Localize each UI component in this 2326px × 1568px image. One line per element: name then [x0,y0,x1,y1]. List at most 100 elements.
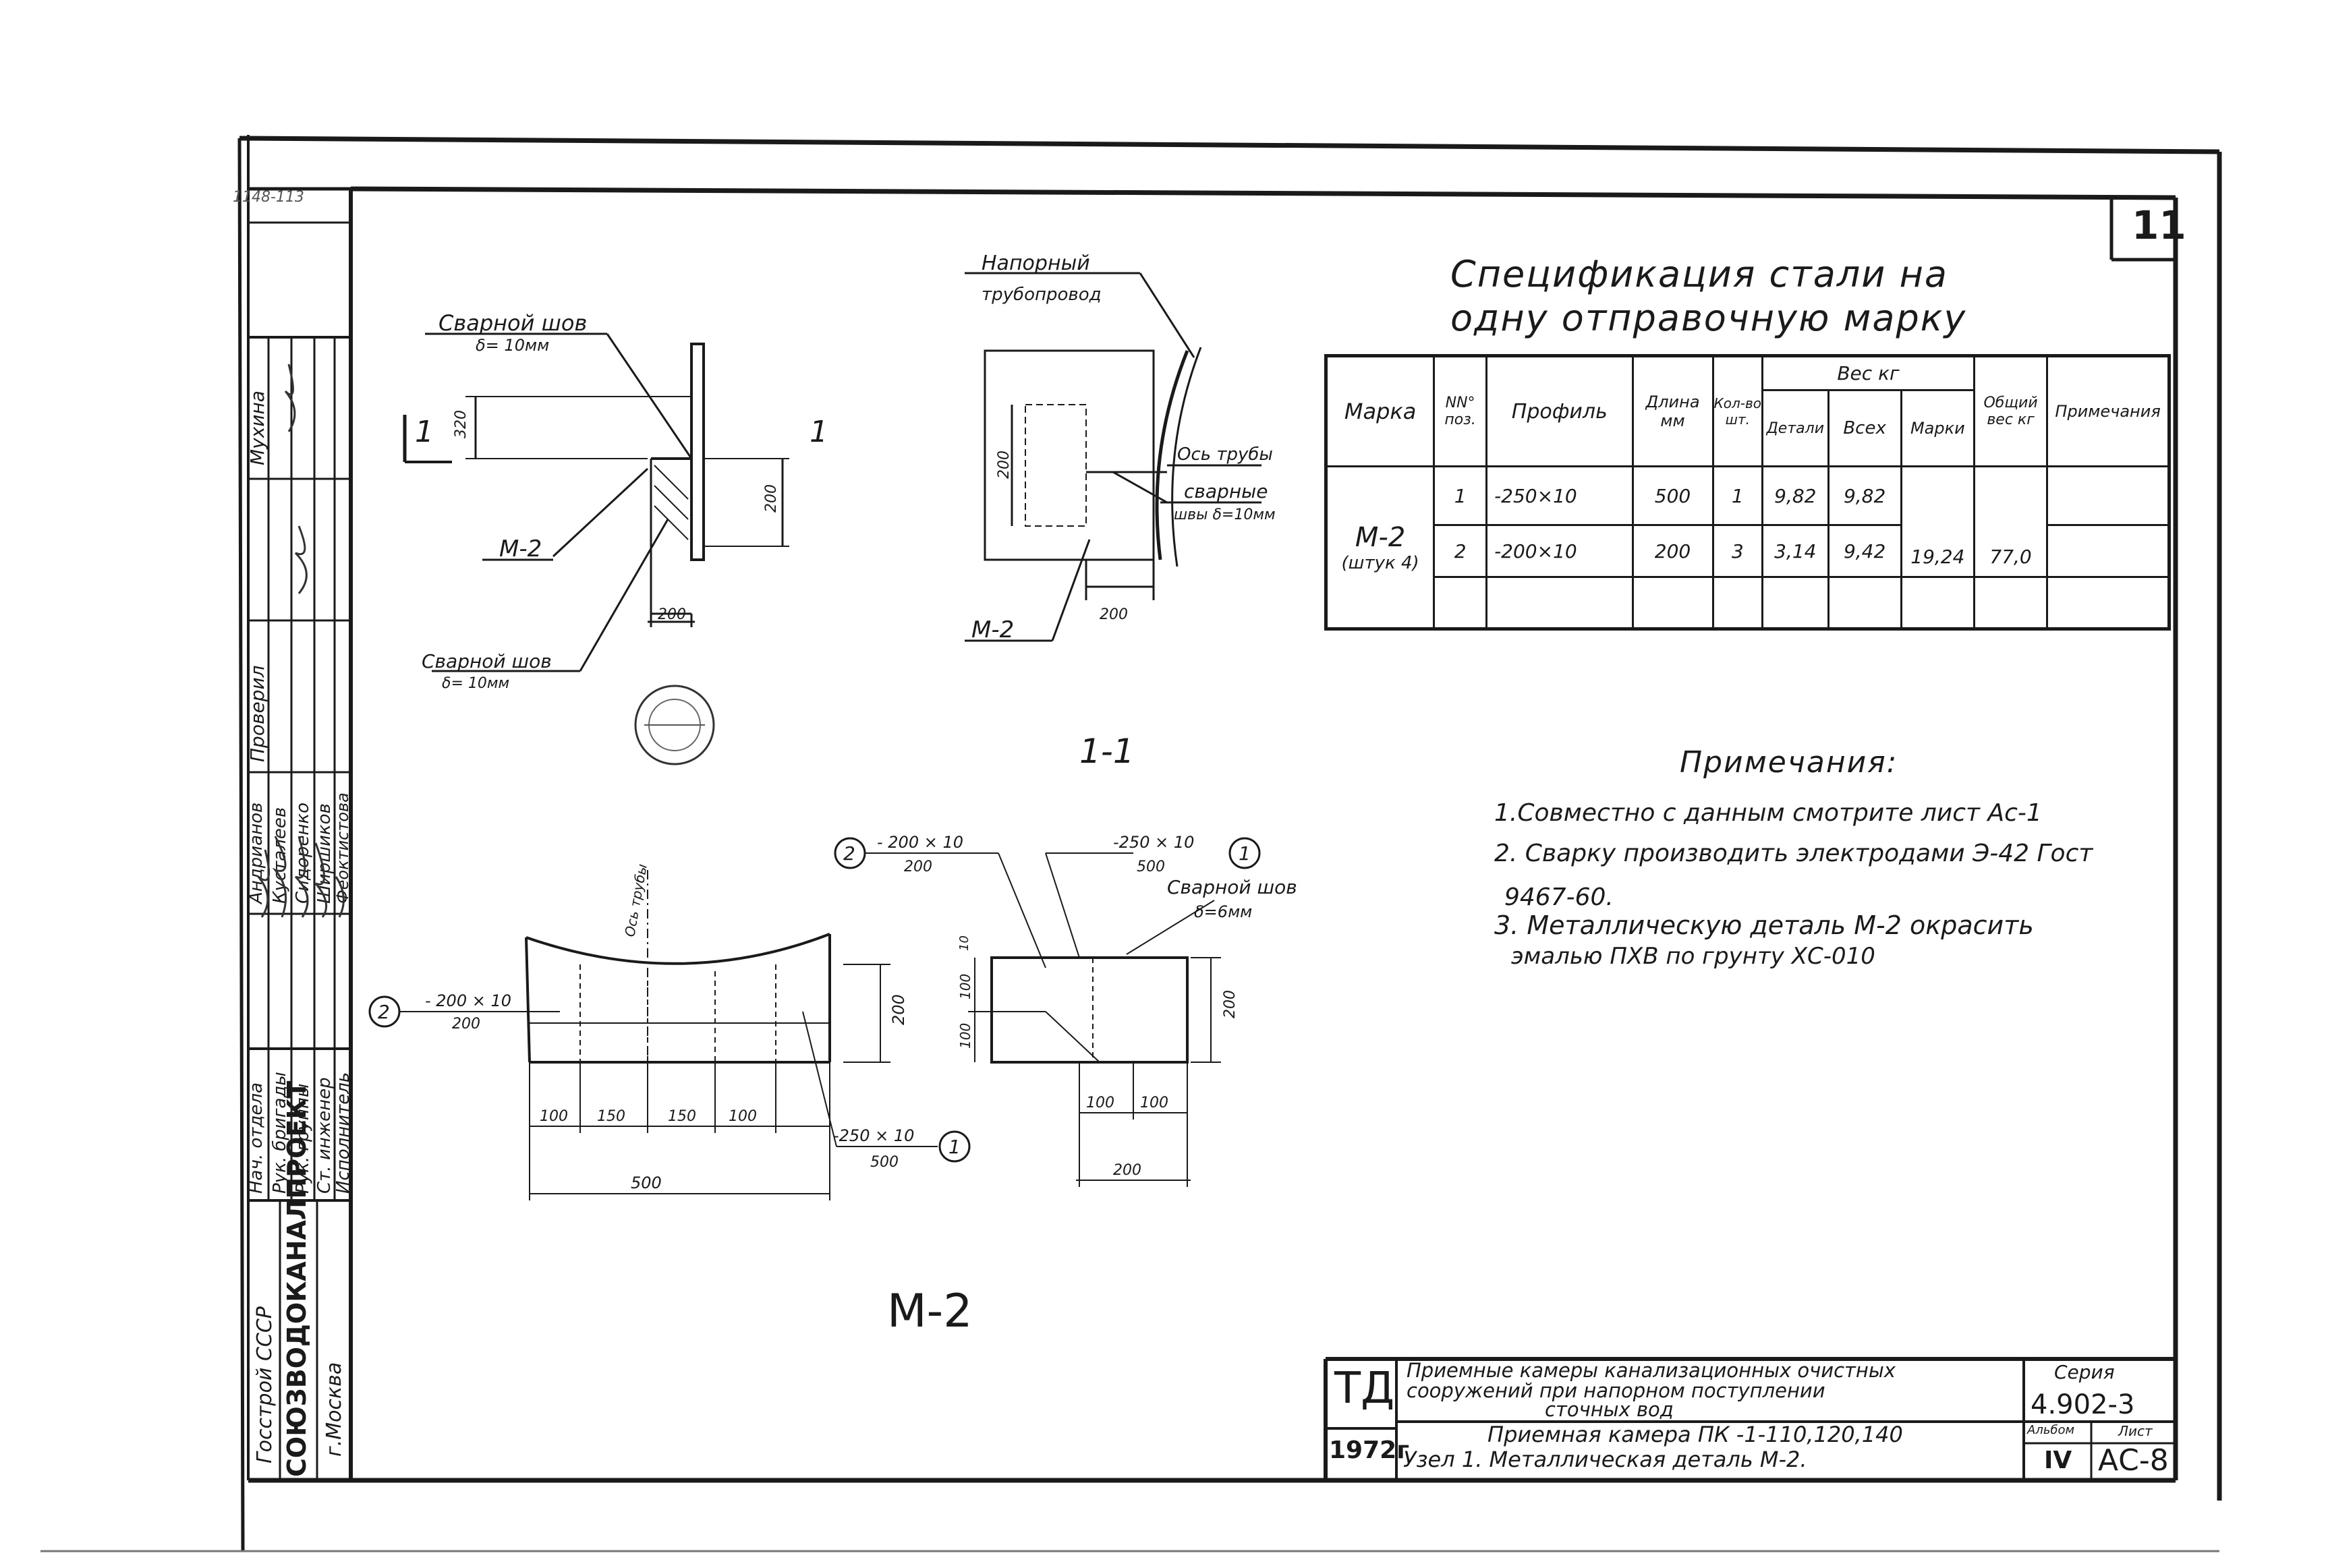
note-3a: 3. Металлическую деталь М-2 окрасить [1494,910,2034,940]
detail-weld-label: Сварной шов [1167,876,1297,898]
tb-desc2: сооружений при напорном поступлении [1407,1379,1825,1402]
note-2a: 2. Сварку производить электродами Э-42 Г… [1494,840,2093,867]
left-org1: Госстрой СССР [253,1306,277,1463]
mark-count: (штук 4) [1341,552,1419,573]
row2-poz: 2 [1433,524,1488,579]
spec-table: Марка NN° поз. Профиль Длина мм Кол-во ш… [1324,354,2171,631]
plan-pos1: 1 [948,1136,961,1158]
hdr-primechaniya: Примечания [2046,354,2170,468]
notes-title: Примечания: [1680,745,1898,780]
dim-200-mid: 200 [996,451,1013,479]
signature-marks [257,364,345,918]
weld-delta-bottom: δ= 10мм [442,675,509,692]
plan-dim-100a: 100 [540,1108,568,1125]
hdr-vseh: Всех [1827,389,1902,468]
row1-vseh: 9,82 [1827,465,1902,527]
hdr-nn-poz: NN° поз. [1433,354,1488,468]
marki-total: 19,24 [1900,465,1975,579]
weld-delta-top: δ= 10мм [476,336,549,355]
drawing-side-view: Сварной шов δ= 10мм 1 1 320 200 200 М-2 … [403,310,823,692]
row2-kol: 3 [1711,524,1764,579]
hdr-marki: Марки [1900,389,1975,468]
detail-leader1b: 500 [1137,859,1165,875]
plan-axis-label: Ось трубы [621,863,650,938]
row1-prim [2046,465,2170,527]
hdr-marka: Марка [1324,354,1436,468]
note-1: 1.Совместно с данным смотрите лист Ас-1 [1494,799,2042,827]
plan-dim-200: 200 [889,994,908,1025]
drawing-section-1-1: Напорный трубопровод Ось трубы сварные ш… [965,252,1276,643]
weld-label-bottom: Сварной шов [422,650,552,672]
hdr-obshiy-ves: Общий вес кг [1973,354,2049,468]
note-2b: 9467-60. [1504,883,1614,911]
plan-leader2a: - 200 × 10 [425,991,511,1010]
row2-detali: 3,14 [1761,524,1829,579]
section-label-1-1: 1-1 [1079,732,1135,771]
row1-profil: -250×10 [1485,465,1634,527]
pipe-label-1: Напорный [982,252,1090,275]
hdr-detali: Детали [1761,389,1829,468]
detail-dim-100c: 100 [1086,1095,1114,1111]
plan-leader1a: -250 × 10 [833,1126,914,1145]
plan-dim-150a: 150 [597,1108,625,1125]
tb-year: 1972г [1329,1436,1410,1464]
drawing-detail-view: - 200 × 10 200 2 -250 × 10 500 1 Сварной… [834,833,1297,1187]
tb-desc3: сточных вод [1545,1398,1674,1421]
row1-kol: 1 [1711,465,1764,527]
dim-200-right: 200 [763,484,780,513]
detail-dim-200: 200 [1113,1162,1141,1179]
pipe-label-2: трубопровод [982,285,1102,305]
sheet-number: 11 [2132,202,2186,248]
row2-prim [2046,524,2170,579]
detail-leader1a: -250 × 10 [1113,833,1194,852]
welds-label-1: сварные [1184,480,1268,502]
hdr-ves-kg: Вес кг [1761,354,1975,392]
tb-seriya-label: Серия [2054,1361,2115,1383]
hdr-dlina: Длина мм [1631,354,1714,468]
plan-leader1b: 500 [870,1154,899,1171]
detail-pos2: 2 [843,842,855,865]
hdr-kol-vo: Кол-во шт. [1711,354,1764,468]
note-3b: эмалью ПХВ по грунту ХС-010 [1511,943,1875,970]
plan-pos2: 2 [378,1001,390,1023]
detail-dim-100a: 100 [957,974,973,999]
dim-320: 320 [453,410,470,438]
welds-label-2: швы δ=10мм [1174,506,1276,523]
hdr-profil: Профиль [1485,354,1634,468]
row1-poz: 1 [1433,465,1488,527]
tb-seriya: 4.902-3 [2031,1389,2135,1420]
tb-list: АС-8 [2098,1443,2169,1478]
dim-200-bottom: 200 [658,606,686,623]
mark-cell: М-2 (штук 4) [1324,465,1436,630]
tb-td: ТД [1334,1364,1395,1414]
detail-weld-delta: δ=6мм [1194,902,1252,921]
plan-dim-500: 500 [631,1173,662,1192]
tb-albom: IV [2044,1447,2072,1474]
part-label: М-2 [887,1285,973,1338]
spec-title-line1: Спецификация стали на [1450,253,1948,295]
plan-dim-150b: 150 [668,1108,696,1125]
detail-leader2b: 200 [904,859,932,875]
plan-leader2b: 200 [452,1016,480,1033]
m2-label-mid: М-2 [971,616,1014,643]
left-org3: г.Москва [322,1362,346,1457]
dim-200-mid-b: 200 [1100,606,1128,623]
tb-list-label: Лист [2118,1423,2153,1439]
detail-dim-200v: 200 [1222,990,1239,1018]
axis-label-mid: Ось трубы [1177,444,1273,465]
round-seal [634,685,715,765]
top-stamp: 1148-113 [233,189,304,206]
row1-detali: 9,82 [1761,465,1829,527]
drawing-plan-view: - 200 × 10 200 2 Ось трубы -250 × 10 500… [368,863,971,1200]
detail-leader2a: - 200 × 10 [877,833,963,852]
detail-dim-100d: 100 [1140,1095,1168,1111]
section-mark-right: 1 [810,415,823,449]
mark-name: М-2 [1355,521,1406,553]
section-mark-left: 1 [415,415,434,449]
tb-desc1: Приемные камеры канализационных очистных [1407,1359,1896,1382]
tb-albom-label: Альбом [2027,1423,2075,1437]
tb-desc4: Приемная камера ПК -1-110,120,140 [1487,1422,1903,1447]
detail-dim-100b: 100 [957,1023,973,1049]
row2-dlina: 200 [1631,524,1714,579]
row2-profil: -200×10 [1485,524,1634,579]
